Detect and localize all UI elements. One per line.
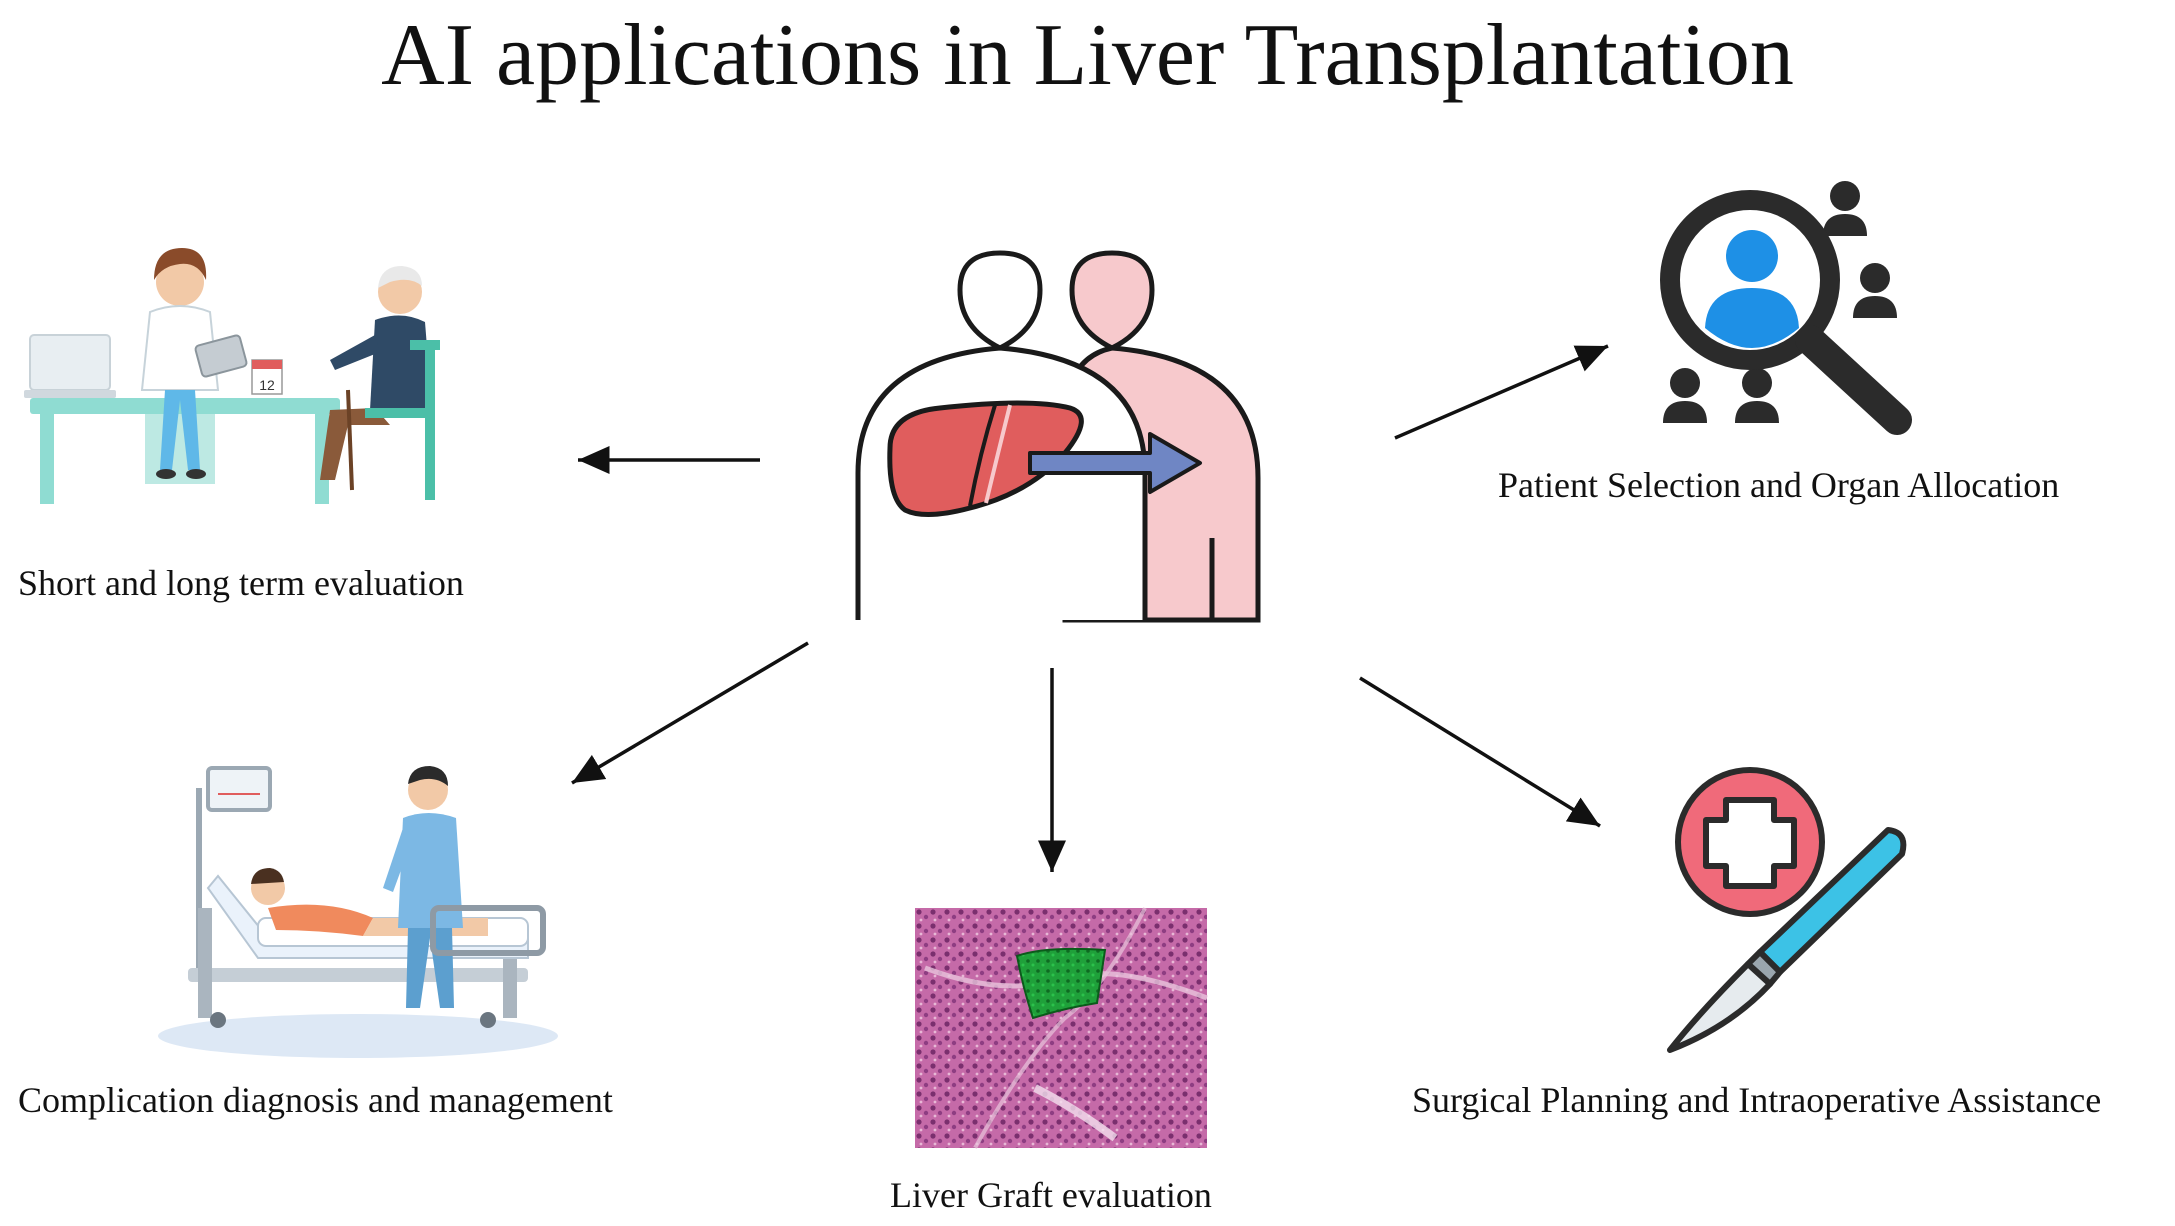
arrow-to-surgery bbox=[1359, 676, 1601, 828]
label-selection: Patient Selection and Organ Allocation bbox=[1498, 465, 2060, 505]
magnifier-patient-icon bbox=[1660, 181, 1912, 435]
calendar-day: 12 bbox=[259, 377, 275, 393]
arrow-to-selection bbox=[1394, 344, 1609, 440]
diagram-title: AI applications in Liver Transplantation bbox=[381, 7, 1794, 104]
hospital-bed-icon bbox=[158, 766, 558, 1058]
transfer-arrow bbox=[1028, 432, 1202, 494]
label-evaluation: Short and long term evaluation bbox=[18, 563, 464, 603]
scalpel-cross-icon bbox=[1667, 767, 1907, 1053]
liver-transplant-icon bbox=[855, 250, 1261, 623]
label-complication: Complication diagnosis and management bbox=[18, 1080, 613, 1120]
liver-histology-icon bbox=[915, 907, 1208, 1149]
doctor-consultation-icon: 12 bbox=[24, 248, 440, 504]
arrow-to-complication bbox=[571, 641, 809, 785]
label-surgery: Surgical Planning and Intraoperative Ass… bbox=[1412, 1080, 2102, 1120]
label-graft: Liver Graft evaluation bbox=[890, 1175, 1212, 1215]
graft-highlight-region bbox=[1015, 947, 1107, 1020]
